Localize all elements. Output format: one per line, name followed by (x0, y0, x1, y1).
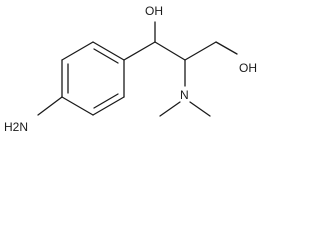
hydroxyl-right-label: OH (239, 61, 257, 75)
ring-bond-4 (61, 96, 94, 116)
ch2-to-oh-bond (215, 41, 238, 55)
ch-to-ch2-bond (184, 41, 217, 61)
n-methyl-left-bond (159, 101, 181, 117)
amine-label: H2N (4, 120, 28, 134)
carbinol-to-ch-bond (154, 41, 186, 61)
nitrogen-label: N (180, 88, 189, 102)
amine-bond (37, 96, 63, 116)
ring-bond-6 (61, 41, 94, 61)
ring-bond-1 (92, 41, 125, 61)
ring-double-bond-inner-1 (93, 48, 119, 64)
ring-bond-3 (92, 96, 125, 116)
hydroxyl-upper-label: OH (145, 4, 163, 18)
ring-double-bond-inner-2 (93, 93, 119, 109)
n-methyl-right-bond (189, 101, 211, 117)
ring-to-carbinol-bond (123, 41, 156, 61)
chemical-structure-diagram: H2N OH OH N (4, 4, 257, 134)
